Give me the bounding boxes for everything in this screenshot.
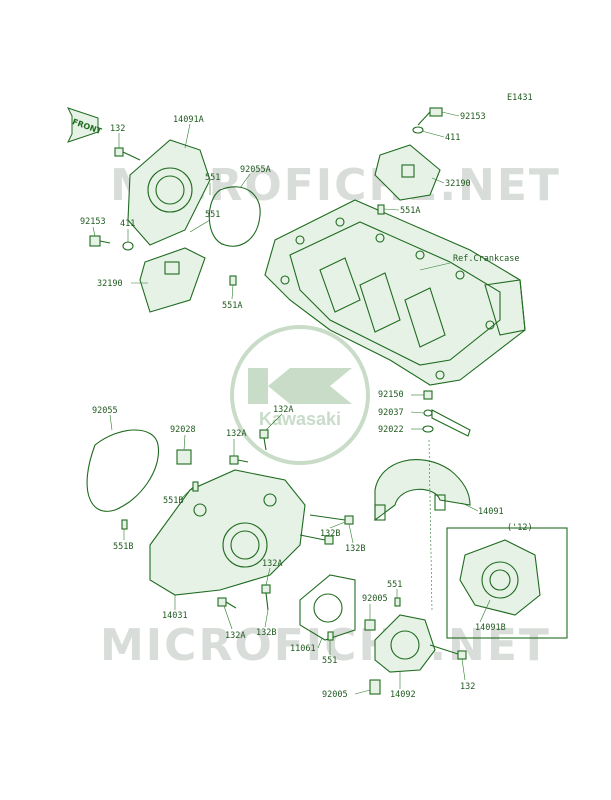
label-14091b: 14091B [475,623,506,633]
cover-14092 [374,614,436,673]
bolt-132a-2 [259,429,269,451]
dowel-551a-right [377,204,385,215]
dowel-551b-1 [192,481,199,492]
ref-crankcase-label: Ref.Crankcase [453,254,520,264]
label-32190-right: 32190 [445,179,471,189]
label-32190-left: 32190 [97,279,123,289]
label-551b-2: 551B [113,542,133,552]
detail-box-12 [446,527,568,639]
bolt-132b-2 [299,534,334,545]
label-92037: 92037 [378,408,404,418]
label-92055a: 92055A [240,165,271,175]
nipple-92005-2 [369,679,381,695]
bolt-132-top [114,147,141,161]
gasket-11061 [299,574,356,641]
label-14031: 14031 [162,611,188,621]
washer-92037 [423,409,471,437]
label-14091a: 14091A [173,115,204,125]
watermark-bottom: MICROFICHE.NET [100,620,551,671]
front-arrow-icon: FRONT [67,107,103,143]
crankcase-upper [264,199,526,386]
bolt-132a-3 [261,584,271,611]
label-92153-right: 92153 [460,112,486,122]
label-551-c: 551 [387,580,402,590]
label-92150: 92150 [378,390,404,400]
label-92055: 92055 [92,406,118,416]
bracket-32190-right [374,144,441,201]
label-132b-3: 132B [256,628,276,638]
bolt-132a-1 [229,455,249,465]
gasket-92055 [86,429,159,512]
nipple-92005-1 [364,619,376,631]
label-132a-1: 132A [226,429,246,439]
label-411-left: 411 [120,219,135,229]
bolt-132b-1 [309,514,354,525]
label-132a-3: 132A [262,559,282,569]
label-132b-2: 132B [345,544,365,554]
kawasaki-logo: Kawasaki [230,325,370,465]
label-551-b: 551 [205,210,220,220]
year-note: ('12) [507,523,533,533]
bolt-92153-right [417,107,443,126]
gasket-92055a [208,186,261,247]
label-92028: 92028 [170,425,196,435]
label-132b-1: 132B [320,529,340,539]
bolt-92150 [423,390,433,400]
label-132a-4: 132A [225,631,245,641]
label-132a-2: 132A [273,405,293,415]
label-11061: 11061 [290,644,316,654]
gasket-92022 [422,425,434,433]
cover-14091 [374,459,471,522]
label-92005-1: 92005 [362,594,388,604]
washer-411-left [122,241,134,251]
label-132-bottom: 132 [460,682,475,692]
label-92022: 92022 [378,425,404,435]
bracket-32190-left [139,247,206,313]
label-92005-2: 92005 [322,690,348,700]
dowel-551a-left [229,275,237,286]
diagram-code: E1431 [507,93,533,103]
cover-14091b [459,539,541,616]
logo-text: Kawasaki [259,409,341,429]
label-411-right: 411 [445,133,460,143]
washer-411-right [412,126,424,134]
dowel-551b-2 [121,519,128,530]
cover-14091a [127,139,211,246]
label-551-a: 551 [205,173,220,183]
bolt-132a-4 [217,597,237,609]
dowel-551-c [394,597,401,607]
label-92153-left: 92153 [80,217,106,227]
bolt-92153-left [89,235,111,247]
cover-14031 [149,469,306,596]
label-132-top: 132 [110,124,125,134]
label-551a-left: 551A [222,301,242,311]
plug-92028 [176,449,192,465]
leader-lines [92,111,491,695]
label-551-d: 551 [322,656,337,666]
label-14092: 14092 [390,690,416,700]
dowel-551-d [327,631,334,641]
label-551a-right: 551A [400,206,420,216]
label-551b-1: 551B [163,496,183,506]
label-14091: 14091 [478,507,504,517]
